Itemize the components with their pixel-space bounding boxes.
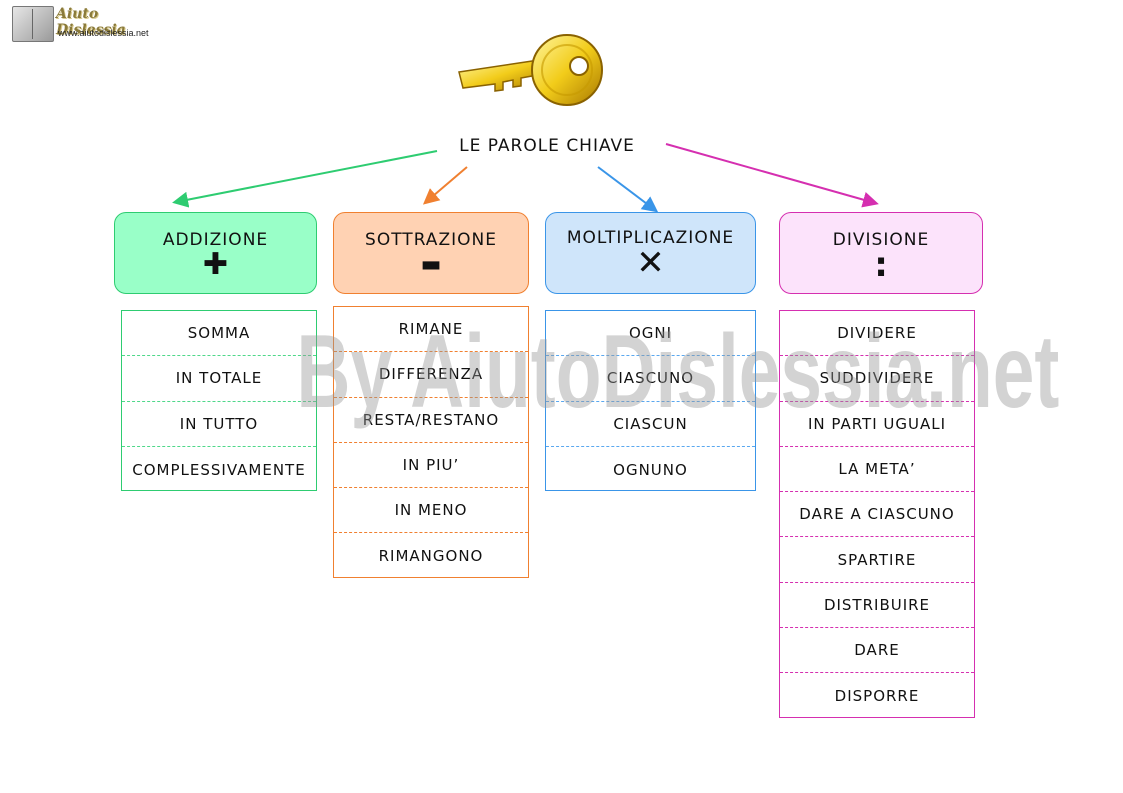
list-item: CIASCUN <box>546 402 755 447</box>
category-sottrazione: SOTTRAZIONE ▬ <box>333 212 529 294</box>
list-item: LA META’ <box>780 447 974 493</box>
times-icon: ✕ <box>636 243 665 283</box>
arrow-moltiplicazione <box>597 166 659 213</box>
logo-url: www.aiutodislessia.net <box>58 28 149 38</box>
category-divisione: DIVISIONE : <box>779 212 983 294</box>
list-item: DIFFERENZA <box>334 352 528 398</box>
site-logo: Aiuto Dislessia www.aiutodislessia.net <box>12 6 172 42</box>
category-name: DIVISIONE <box>832 230 930 250</box>
list-item: IN TOTALE <box>122 356 316 402</box>
list-item: OGNUNO <box>613 460 688 479</box>
list-addizione: SOMMA IN TOTALE IN TUTTO COMPLESSIVAMENT… <box>121 310 317 491</box>
list-sottrazione: RIMANE DIFFERENZA RESTA/RESTANO IN PIU’ … <box>333 306 529 578</box>
list-item: SOMMA <box>122 311 316 357</box>
list-item: COMPLESSIVAMENTE <box>132 460 306 479</box>
list-divisione: DIVIDERE SUDDIVIDERE IN PARTI UGUALI LA … <box>779 310 975 718</box>
list-item: RIMANE <box>334 307 528 353</box>
arrow-sottrazione <box>422 166 468 205</box>
list-item: SPARTIRE <box>780 537 974 583</box>
arrow-divisione <box>665 143 879 208</box>
category-name: ADDIZIONE <box>162 230 269 250</box>
category-addizione: ADDIZIONE ✚ <box>114 212 317 294</box>
list-item: DISTRIBUIRE <box>780 583 974 629</box>
divide-icon: : <box>874 245 888 285</box>
category-name: MOLTIPLICAZIONE <box>566 228 735 248</box>
category-moltiplicazione: MOLTIPLICAZIONE ✕ <box>545 212 756 294</box>
plus-icon: ✚ <box>202 247 229 282</box>
book-icon <box>12 6 54 42</box>
list-item: CIASCUNO <box>546 356 755 402</box>
logo-brand: Aiuto Dislessia <box>56 6 126 38</box>
main-title: LE PAROLE CHIAVE <box>459 136 635 156</box>
list-item: RESTA/RESTANO <box>334 398 528 443</box>
list-item: OGNI <box>546 311 755 357</box>
key-icon <box>458 34 603 106</box>
arrow-addizione <box>172 150 438 208</box>
list-item: IN PIU’ <box>334 443 528 489</box>
minus-icon: ▬ <box>420 252 442 277</box>
list-item: DARE A CIASCUNO <box>780 492 974 538</box>
list-item: RIMANGONO <box>378 547 484 566</box>
list-item: DARE <box>780 628 974 674</box>
list-item: IN MENO <box>334 488 528 534</box>
list-item: IN PARTI UGUALI <box>780 402 974 447</box>
list-item: DISPORRE <box>834 687 920 706</box>
category-name: SOTTRAZIONE <box>365 230 497 250</box>
list-moltiplicazione: OGNI CIASCUNO CIASCUN OGNUNO <box>545 310 756 491</box>
list-item: DIVIDERE <box>780 311 974 357</box>
list-item: SUDDIVIDERE <box>780 356 974 402</box>
list-item: IN TUTTO <box>122 402 316 447</box>
